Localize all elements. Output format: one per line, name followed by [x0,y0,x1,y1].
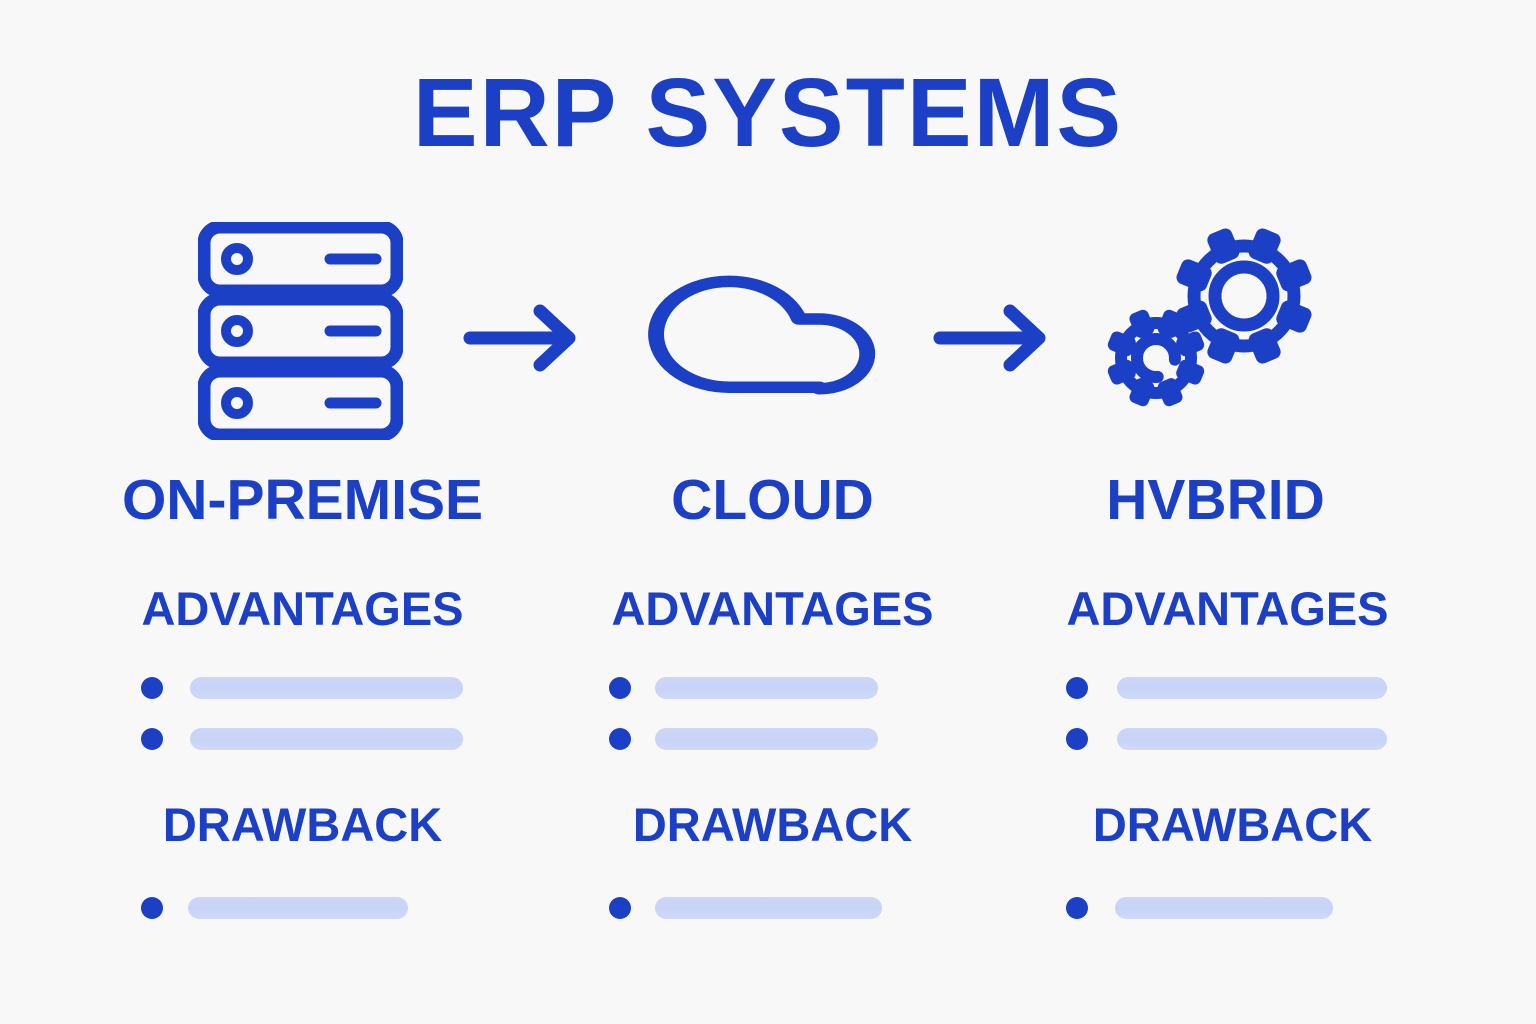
column-label-hybrid: HVBRID [1106,468,1325,532]
cloud-icon [648,275,876,395]
placeholder-line [1117,677,1387,699]
small-gear [1107,309,1205,407]
bullet-point [609,677,631,699]
bullet-point [1066,728,1088,750]
server-stack-icon [198,222,403,440]
bullet-point [1066,677,1088,699]
advantages-heading: ADVANTAGES [1066,582,1389,635]
arrow-right-icon [933,304,1046,372]
placeholder-line [1117,728,1387,750]
drawback-heading: DRAWBACK [1092,798,1373,851]
placeholder-line [188,897,408,919]
placeholder-line [190,677,463,699]
page-title: ERP SYSTEMS [412,58,1124,167]
gears-icon [1107,228,1312,407]
drawback-heading: DRAWBACK [162,798,443,851]
column-label-on-premise: ON-PREMISE [121,468,484,532]
arrow-right-icon [463,304,576,372]
column-label-cloud: CLOUD [671,468,874,532]
advantages-heading: ADVANTAGES [141,582,464,635]
bullet-point [609,897,631,919]
placeholder-line [190,728,463,750]
large-gear [1176,228,1312,364]
placeholder-line [1115,897,1333,919]
bullet-point [141,897,163,919]
advantages-heading: ADVANTAGES [611,582,934,635]
placeholder-line [655,897,882,919]
bullet-point [141,677,163,699]
bullet-point [1066,897,1088,919]
drawback-heading: DRAWBACK [632,798,913,851]
bullet-point [141,728,163,750]
placeholder-line [655,677,878,699]
bullet-point [609,728,631,750]
placeholder-line [655,728,878,750]
